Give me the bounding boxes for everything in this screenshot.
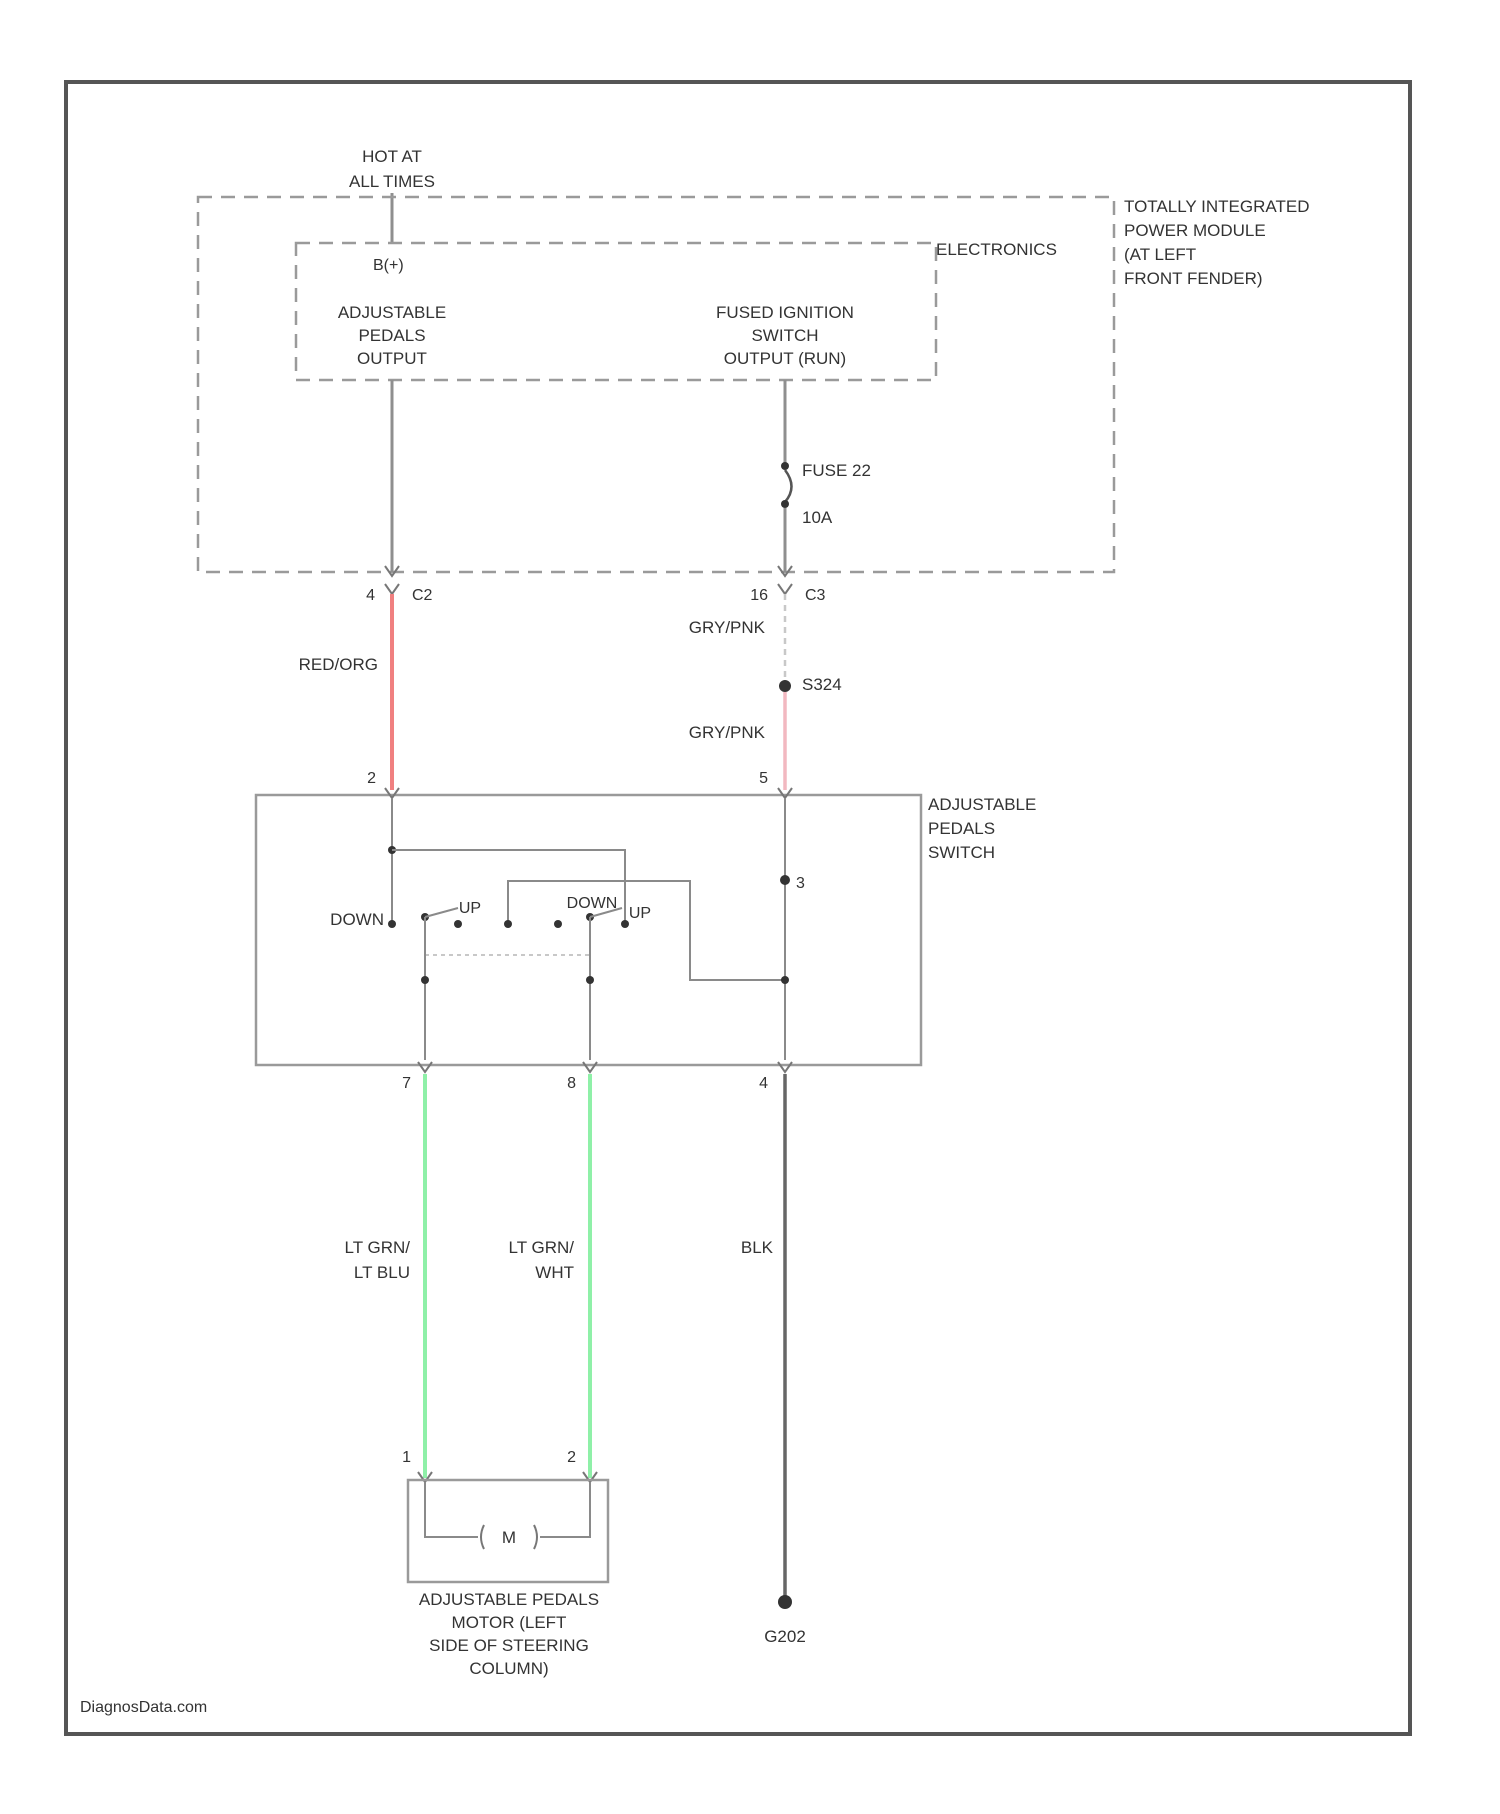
switch-pin-8: 8 (567, 1075, 576, 1092)
output-left-label: ADJUSTABLE PEDALS OUTPUT (338, 303, 446, 368)
motor-name-line1: ADJUSTABLE PEDALS (419, 1590, 599, 1609)
tipm-name-line2: POWER MODULE (1124, 221, 1266, 240)
c2-name: C2 (412, 587, 433, 604)
switch-name-line3: SWITCH (928, 843, 995, 862)
output-right-line1: FUSED IGNITION (716, 303, 854, 322)
switch-label-up2: UP (629, 905, 651, 922)
switch-lamp-label: 3 (796, 875, 805, 892)
motor-name-line4: COLUMN) (469, 1659, 548, 1678)
wire-lt-grn-lt-blu-label2: LT BLU (354, 1263, 410, 1282)
motor-symbol: M (502, 1528, 516, 1547)
motor-name: ADJUSTABLE PEDALS MOTOR (LEFT SIDE OF ST… (419, 1590, 599, 1678)
switch-label-down2: DOWN (567, 895, 618, 912)
switch-pin-5: 5 (759, 770, 768, 787)
splice-label: S324 (802, 675, 842, 694)
switch-name: ADJUSTABLE PEDALS SWITCH (928, 795, 1036, 862)
switch-pin-4: 4 (759, 1075, 768, 1092)
output-left-line2: PEDALS (358, 326, 425, 345)
power-source-line2: ALL TIMES (349, 172, 435, 191)
wire-blk-label: BLK (741, 1238, 774, 1257)
fuse-22: FUSE 22 10A (781, 380, 871, 572)
wire-lt-grn-lt-blu-label1: LT GRN/ (345, 1238, 411, 1257)
switch-name-line2: PEDALS (928, 819, 995, 838)
switch-name-line1: ADJUSTABLE (928, 795, 1036, 814)
wire-gry-pnk-upper-label: GRY/PNK (689, 618, 766, 637)
wire-red-org-label: RED/ORG (299, 655, 378, 674)
switch-label-up1: UP (459, 900, 481, 917)
wire-lt-grn-wht-label1: LT GRN/ (509, 1238, 575, 1257)
tipm-name-line1: TOTALLY INTEGRATED (1124, 197, 1309, 216)
watermark: DiagnosData.com (80, 1699, 207, 1716)
ground-label: G202 (764, 1627, 806, 1646)
power-source-line1: HOT AT (362, 147, 422, 166)
fuse-rating: 10A (802, 508, 833, 527)
switch-box (256, 795, 921, 1065)
power-source: HOT AT ALL TIMES (349, 147, 435, 243)
output-left-line1: ADJUSTABLE (338, 303, 446, 322)
c2-pin: 4 (366, 587, 375, 604)
splice-s324 (779, 680, 791, 692)
adjustable-pedals-motor: 1 2 M (402, 1449, 608, 1582)
c3-pin: 16 (750, 587, 768, 604)
c3-name: C3 (805, 587, 826, 604)
output-right-line2: SWITCH (751, 326, 818, 345)
wire-lt-grn-wht-label2: WHT (535, 1263, 574, 1282)
bplus-label: B(+) (373, 257, 404, 274)
ground-g202: G202 (764, 1595, 806, 1646)
tipm-name-line4: FRONT FENDER) (1124, 269, 1263, 288)
output-right-label: FUSED IGNITION SWITCH OUTPUT (RUN) (716, 303, 854, 368)
switch-label-down: DOWN (330, 910, 384, 929)
tipm-name-line3: (AT LEFT (1124, 245, 1196, 264)
output-left-line3: OUTPUT (357, 349, 427, 368)
motor-pin-1: 1 (402, 1449, 411, 1466)
adjustable-pedals-switch: 2 5 3 DOWN UP DOWN UP 7 (256, 770, 921, 1092)
tipm-name: TOTALLY INTEGRATED POWER MODULE (AT LEFT… (1124, 197, 1309, 288)
diagram-frame (66, 82, 1410, 1734)
output-right-line3: OUTPUT (RUN) (724, 349, 846, 368)
switch-pin-2: 2 (367, 770, 376, 787)
wire-gry-pnk-lower-label: GRY/PNK (689, 723, 766, 742)
motor-name-line2: MOTOR (LEFT (452, 1613, 567, 1632)
fuse-name: FUSE 22 (802, 461, 871, 480)
electronics-label: ELECTRONICS (936, 240, 1057, 259)
motor-pin-2: 2 (567, 1449, 576, 1466)
switch-pin-7: 7 (402, 1075, 411, 1092)
motor-name-line3: SIDE OF STEERING (429, 1636, 589, 1655)
